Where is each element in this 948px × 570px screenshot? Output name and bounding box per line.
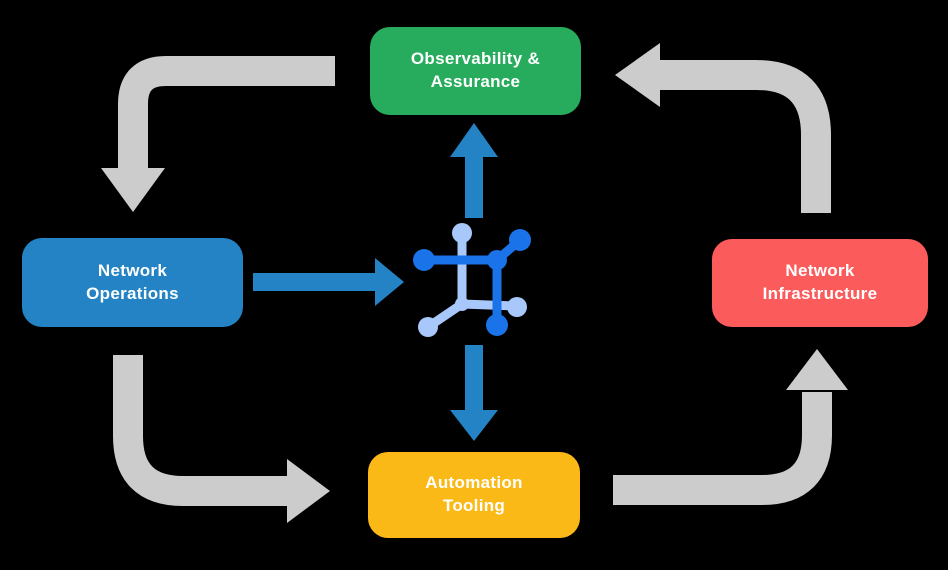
node-observability-assurance: Observability & Assurance (370, 27, 581, 115)
icon-node-bottom-left (418, 317, 438, 337)
arrowhead-right-icon (287, 459, 330, 523)
icon-node-top (452, 223, 472, 243)
arrow-operations-to-center-shaft (253, 273, 375, 291)
network-automation-icon (413, 223, 531, 337)
arrow-operations-to-center-head (375, 258, 404, 306)
gray-arrowheads (101, 43, 848, 523)
icon-dark-strokes (419, 236, 524, 329)
gray-cycle-arrows (113, 56, 832, 506)
icon-node-left (413, 249, 435, 271)
arrow-observability-to-operations (118, 56, 335, 170)
icon-node-bottom (486, 314, 508, 336)
arrow-center-to-automation-head (450, 410, 498, 441)
arrow-automation-to-infrastructure (613, 392, 832, 505)
node-network-operations: Network Operations (22, 238, 243, 327)
icon-node-joint (455, 297, 469, 311)
icon-light-strokes (426, 228, 520, 330)
arrow-center-to-automation-shaft (465, 345, 483, 412)
arrow-operations-to-automation (113, 355, 289, 506)
arrowhead-up-icon (786, 349, 848, 390)
arrow-infrastructure-to-observability (660, 60, 831, 213)
arrow-center-to-observability-shaft (465, 155, 483, 218)
icon-node-right (507, 297, 527, 317)
icon-node-corner (487, 250, 507, 270)
icon-node-top-right (509, 229, 531, 251)
arrowhead-left-icon (615, 43, 660, 107)
arrow-center-to-observability-head (450, 123, 498, 157)
blue-direct-arrows (253, 123, 498, 441)
arrowhead-down-icon (101, 168, 165, 212)
node-network-infrastructure: Network Infrastructure (712, 239, 928, 327)
icon-dark-nodes (413, 229, 531, 336)
icon-light-nodes (418, 223, 527, 337)
icon-light-horizontal-line (457, 299, 520, 311)
node-automation-tooling: Automation Tooling (368, 452, 580, 538)
